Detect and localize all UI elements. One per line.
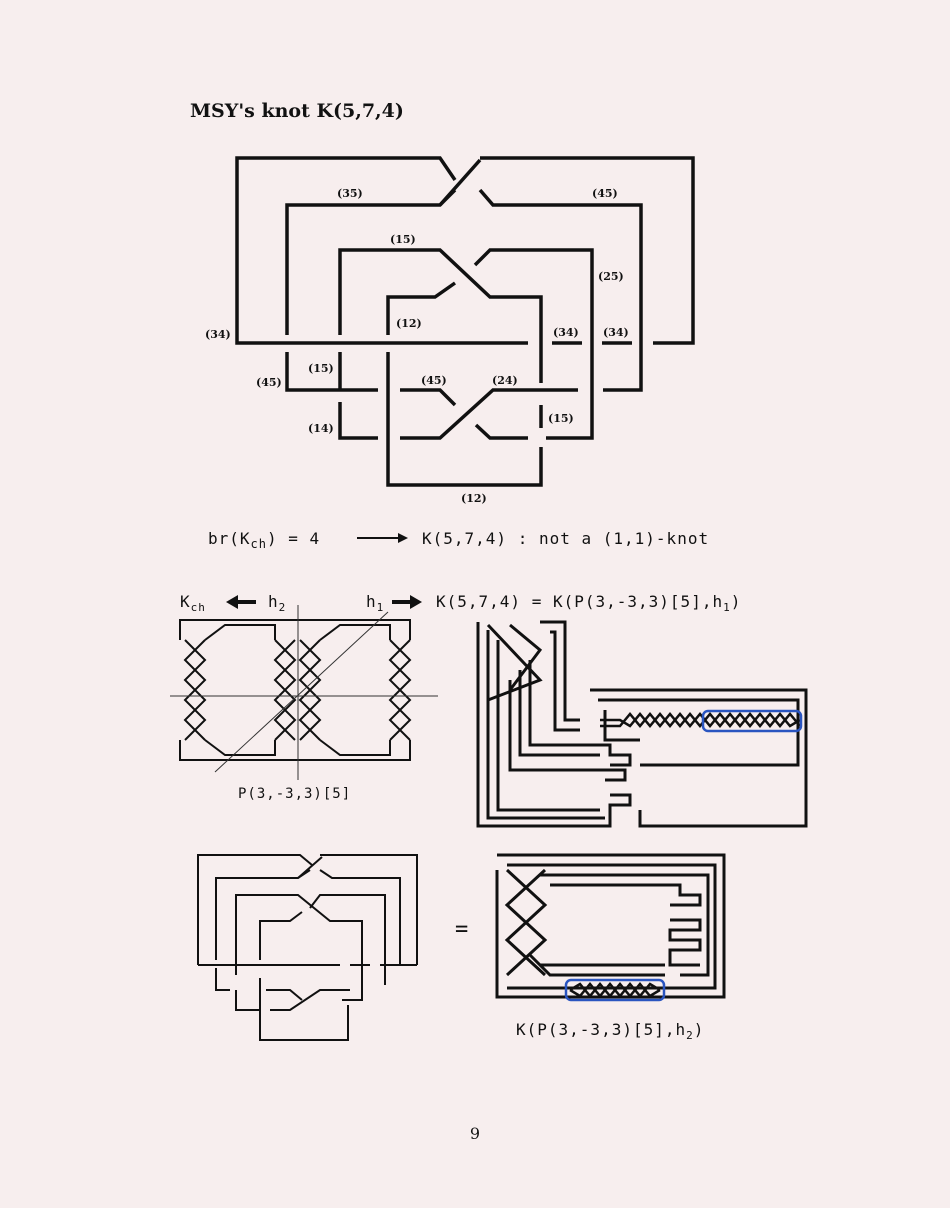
label-12b: (12)	[461, 492, 487, 505]
braid-diagram-h2	[495, 853, 726, 999]
braid-index-statement: br(Kch) = 4	[208, 529, 320, 551]
pretzel-tangle-diagram	[179, 619, 412, 761]
arrow-left-kch	[226, 595, 256, 609]
arrow-right-h1	[392, 595, 422, 609]
h2-caption-end: )	[693, 1020, 705, 1039]
label-45c: (45)	[421, 374, 447, 387]
braid-twists-h1	[600, 712, 801, 728]
label-15c: (15)	[548, 412, 574, 425]
label-15a: (15)	[390, 233, 416, 246]
h1-label-main: h	[366, 592, 377, 611]
kch-label: Kch	[180, 592, 206, 614]
label-34c: (34)	[603, 326, 629, 339]
pretzel-caption: P(3,-3,3)[5]	[238, 786, 352, 802]
braid-index-value: ) = 4	[266, 529, 321, 548]
label-34a: (34)	[205, 328, 231, 341]
braid-index-sub: ch	[250, 537, 267, 552]
knot-equation-sub: 1	[723, 601, 731, 615]
page-number: 9	[469, 1124, 481, 1143]
crossing-labels-top: (35) (45) (15) (25) (12) (34) (34) (34) …	[205, 187, 629, 505]
page-title: MSY's knot K(5,7,4)	[190, 100, 404, 122]
label-25: (25)	[598, 270, 624, 283]
highlight-box-h2	[564, 978, 666, 1002]
knot-equation-main: K(5,7,4) = K(P(3,-3,3)[5],h	[436, 592, 724, 611]
knot-equation: K(5,7,4) = K(P(3,-3,3)[5],h1)	[436, 592, 741, 614]
h1-label-sub: 1	[376, 601, 385, 615]
label-15b: (15)	[308, 362, 334, 375]
axis-lines	[170, 605, 438, 780]
label-12a: (12)	[396, 317, 422, 330]
h2-caption-main: K(P(3,-3,3)[5],h	[516, 1020, 687, 1039]
knot-strands-top	[235, 156, 695, 487]
label-24: (24)	[492, 374, 518, 387]
implies-arrow	[357, 533, 408, 543]
knot-equation-end: )	[730, 592, 742, 611]
braid-index-lhs: br(K	[208, 529, 251, 548]
kch-label-sub: ch	[190, 601, 206, 615]
h2-caption: K(P(3,-3,3)[5],h2)	[516, 1020, 704, 1042]
label-45b: (45)	[256, 376, 282, 389]
h2-label-sub: 2	[278, 601, 287, 615]
label-45a: (45)	[592, 187, 618, 200]
h2-caption-sub: 2	[686, 1029, 694, 1043]
highlight-box-h1	[701, 709, 803, 733]
label-35: (35)	[337, 187, 363, 200]
braid-twists-h2	[569, 982, 661, 998]
knot-diagram-lower-left	[197, 854, 418, 1041]
h1-label: h1	[366, 592, 384, 614]
h2-label-main: h	[268, 592, 279, 611]
label-14: (14)	[308, 422, 334, 435]
braid-diagram-h1	[476, 620, 808, 828]
equals-sign: =	[455, 917, 470, 942]
label-34b: (34)	[553, 326, 579, 339]
not-11-knot-statement: K(5,7,4) : not a (1,1)-knot	[422, 529, 710, 548]
h2-label: h2	[268, 592, 286, 614]
kch-label-main: K	[180, 592, 191, 611]
